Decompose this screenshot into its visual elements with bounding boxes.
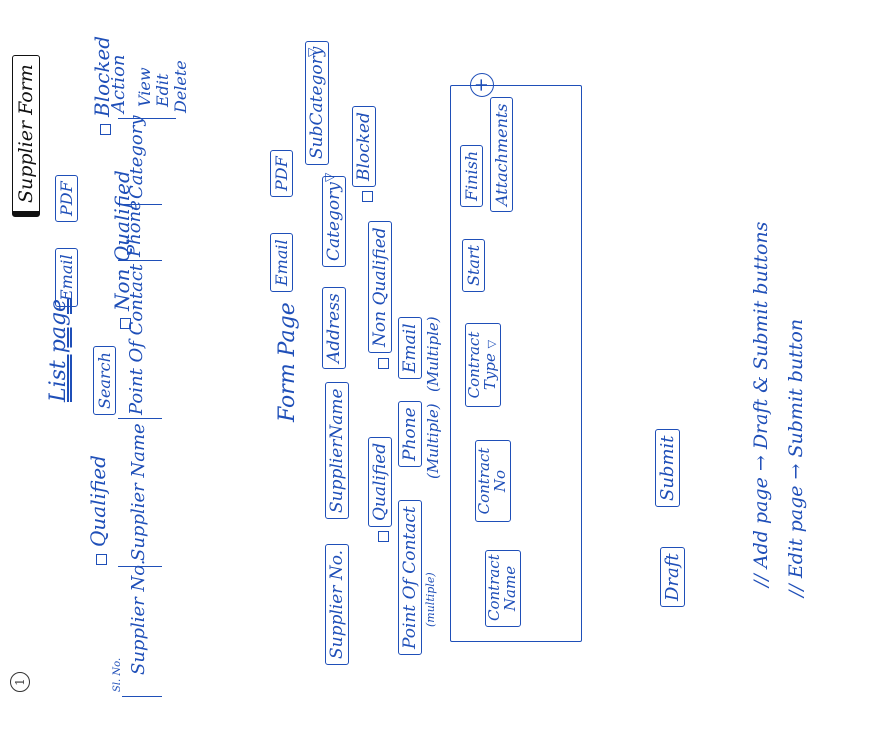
page-title: Supplier Form: [15, 64, 37, 203]
chevron-down-icon: ▽: [322, 172, 336, 182]
contract-no-field[interactable]: Contract No: [475, 440, 511, 522]
note-add-page: // Add page → Draft & Submit buttons: [750, 221, 772, 587]
phone-field[interactable]: Phone: [398, 401, 422, 467]
action-edit[interactable]: Edit: [153, 73, 172, 107]
filter-qualified: Qualified: [86, 455, 110, 547]
blocked-checkbox[interactable]: [100, 124, 111, 135]
column-category: Category: [126, 115, 147, 199]
blocked-option-checkbox[interactable]: [362, 191, 373, 202]
column-divider: [118, 566, 162, 567]
blocked-option: Blocked: [352, 106, 376, 187]
column-divider: [118, 418, 162, 419]
column-divider: [118, 260, 162, 261]
page-number-circle: 1: [10, 672, 30, 692]
column-point-of-contact: Point Of Contact: [126, 263, 147, 415]
contract-type-field[interactable]: Contract Type ▽: [465, 323, 501, 407]
category-field[interactable]: Category: [322, 176, 346, 267]
email-button[interactable]: Email: [55, 248, 78, 307]
point-of-contact-label: Point Of Contact: [400, 506, 420, 649]
start-field[interactable]: Start: [462, 238, 485, 292]
qualified-checkbox[interactable]: [96, 554, 107, 565]
form-page-heading: Form Page: [275, 302, 300, 422]
form-pdf-button[interactable]: PDF: [270, 150, 293, 197]
chevron-down-icon: ▽: [484, 339, 498, 349]
submit-button[interactable]: Submit: [655, 429, 680, 507]
add-icon[interactable]: +: [470, 73, 494, 97]
search-button[interactable]: Search: [93, 346, 116, 415]
draft-button[interactable]: Draft: [660, 547, 685, 607]
supplier-no-field[interactable]: Supplier No.: [325, 543, 349, 665]
chevron-down-icon: ▽: [305, 47, 319, 57]
address-field[interactable]: Address: [322, 287, 346, 369]
column-divider: [118, 118, 176, 119]
title-box: Supplier Form: [12, 55, 40, 217]
column-divider: [118, 204, 162, 205]
add-symbol: +: [471, 77, 492, 93]
column-phone: Phone: [124, 200, 145, 257]
non-qualified-option-checkbox[interactable]: [378, 358, 389, 369]
column-supplier-name: Supplier Name: [128, 423, 149, 561]
attachments-field[interactable]: Attachments: [490, 97, 513, 212]
column-action: Action: [108, 54, 129, 114]
email-field[interactable]: Email: [398, 317, 422, 379]
action-view[interactable]: View: [135, 67, 154, 107]
note-edit-page: // Edit page → Submit button: [785, 318, 807, 597]
qualified-option: Qualified: [368, 436, 392, 527]
action-delete[interactable]: Delete: [171, 60, 190, 113]
phone-note: (Multiple): [424, 403, 442, 479]
sl-no-marker: Sl. No.: [112, 657, 123, 692]
non-qualified-option: Non Qualified: [368, 221, 392, 353]
pdf-button[interactable]: PDF: [55, 175, 78, 222]
sub-category-field[interactable]: SubCategory: [305, 40, 329, 165]
point-of-contact-note: (multiple): [424, 572, 437, 627]
column-divider: [122, 696, 162, 697]
email-note: (Multiple): [424, 316, 442, 392]
qualified-option-checkbox[interactable]: [378, 531, 389, 542]
finish-field[interactable]: Finish: [460, 144, 483, 207]
form-email-button[interactable]: Email: [270, 233, 293, 292]
point-of-contact-field[interactable]: Point Of Contact: [398, 500, 422, 655]
page-number: 1: [13, 678, 27, 686]
supplier-name-field[interactable]: SupplierName: [325, 382, 349, 519]
list-page-heading: List page: [46, 298, 71, 402]
contract-name-field[interactable]: Contract Name: [485, 550, 521, 627]
column-supplier-no: Supplier No.: [128, 559, 149, 675]
